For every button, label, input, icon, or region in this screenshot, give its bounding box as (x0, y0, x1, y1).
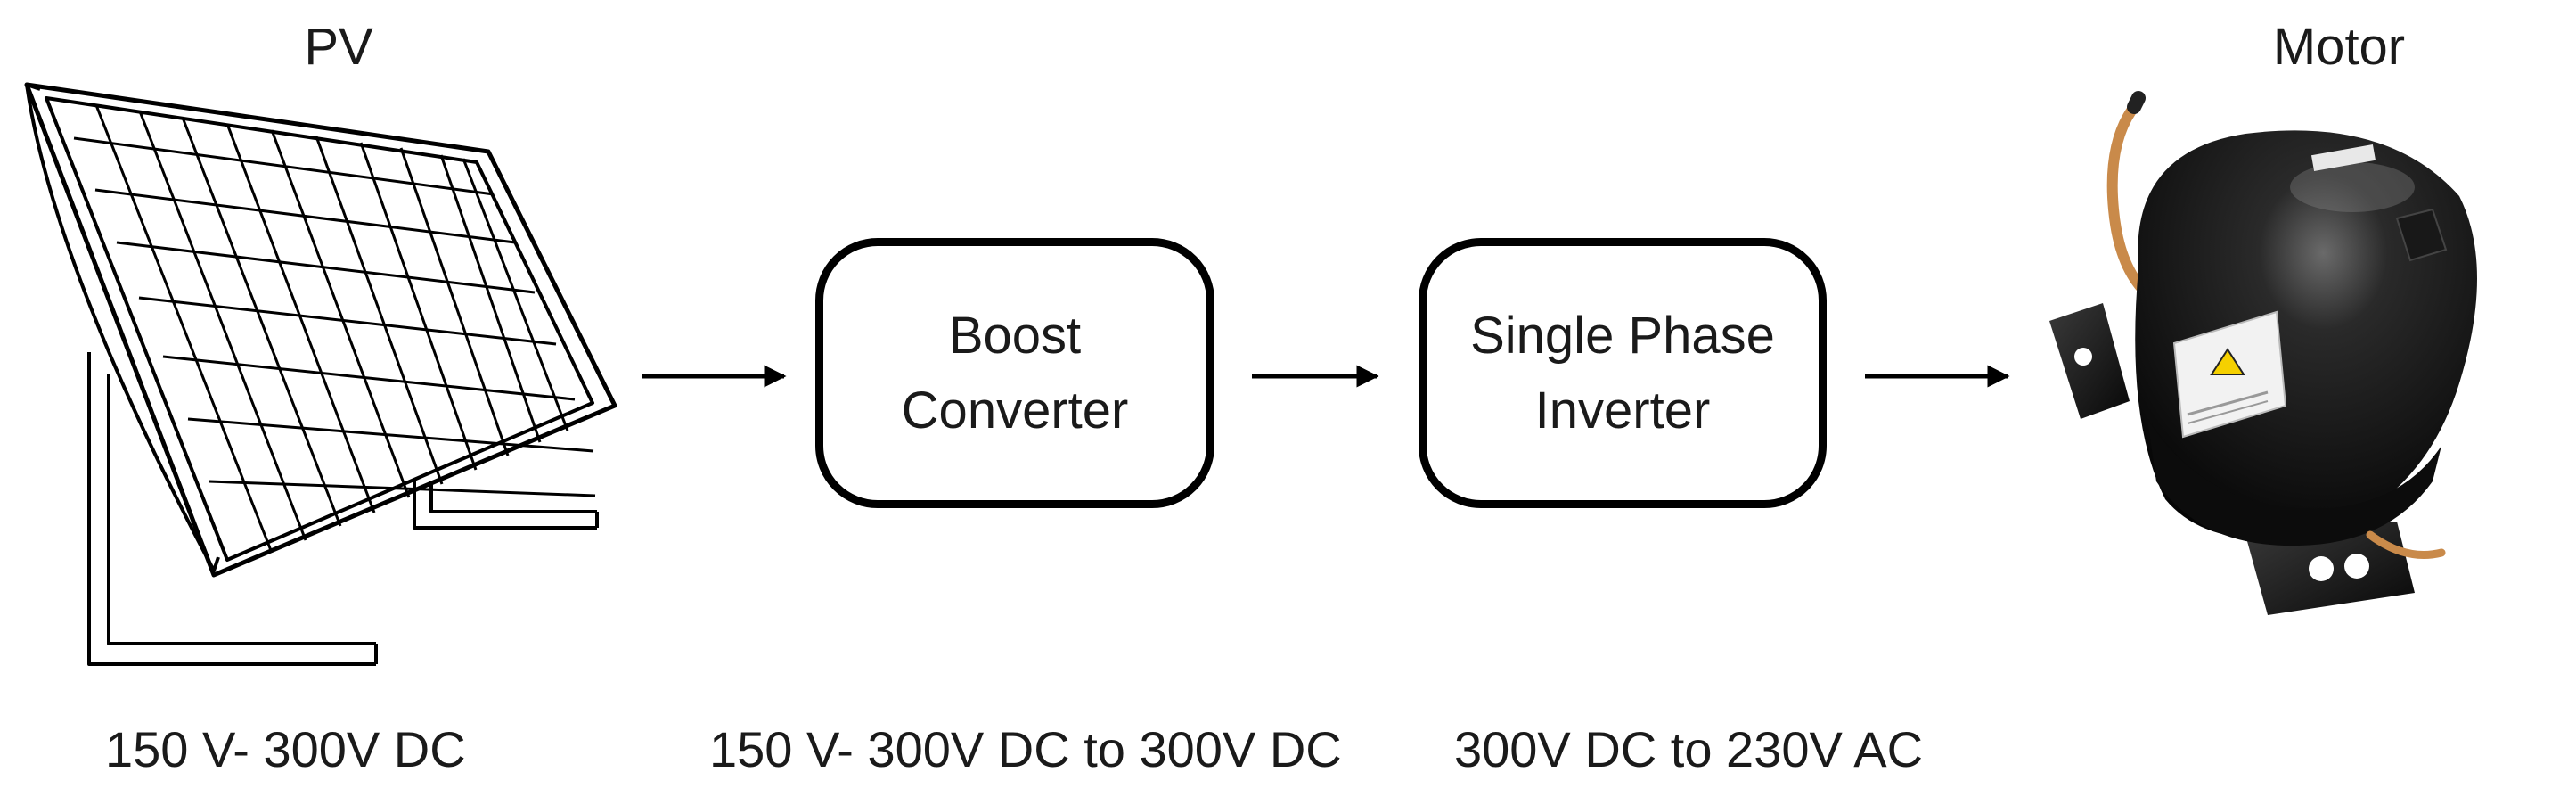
motor-title: Motor (2272, 18, 2406, 76)
solar-panel-icon (24, 82, 617, 666)
boost-converter-block: Boost Converter (815, 238, 1214, 508)
compressor-motor-icon (2049, 91, 2477, 615)
pv-voltage-label: 150 V- 300V DC (105, 721, 466, 777)
pv-title: PV (304, 18, 373, 76)
inverter-voltage-label: 300V DC to 230V AC (1454, 721, 1924, 777)
inverter-line-2: Inverter (1534, 381, 1711, 439)
boost-voltage-label: 150 V- 300V DC to 300V DC (709, 721, 1342, 777)
inverter-line-1: Single Phase (1470, 306, 1775, 365)
inverter-block: Single Phase Inverter (1419, 238, 1827, 508)
boost-line-2: Converter (901, 381, 1129, 439)
boost-line-1: Boost (948, 306, 1082, 365)
